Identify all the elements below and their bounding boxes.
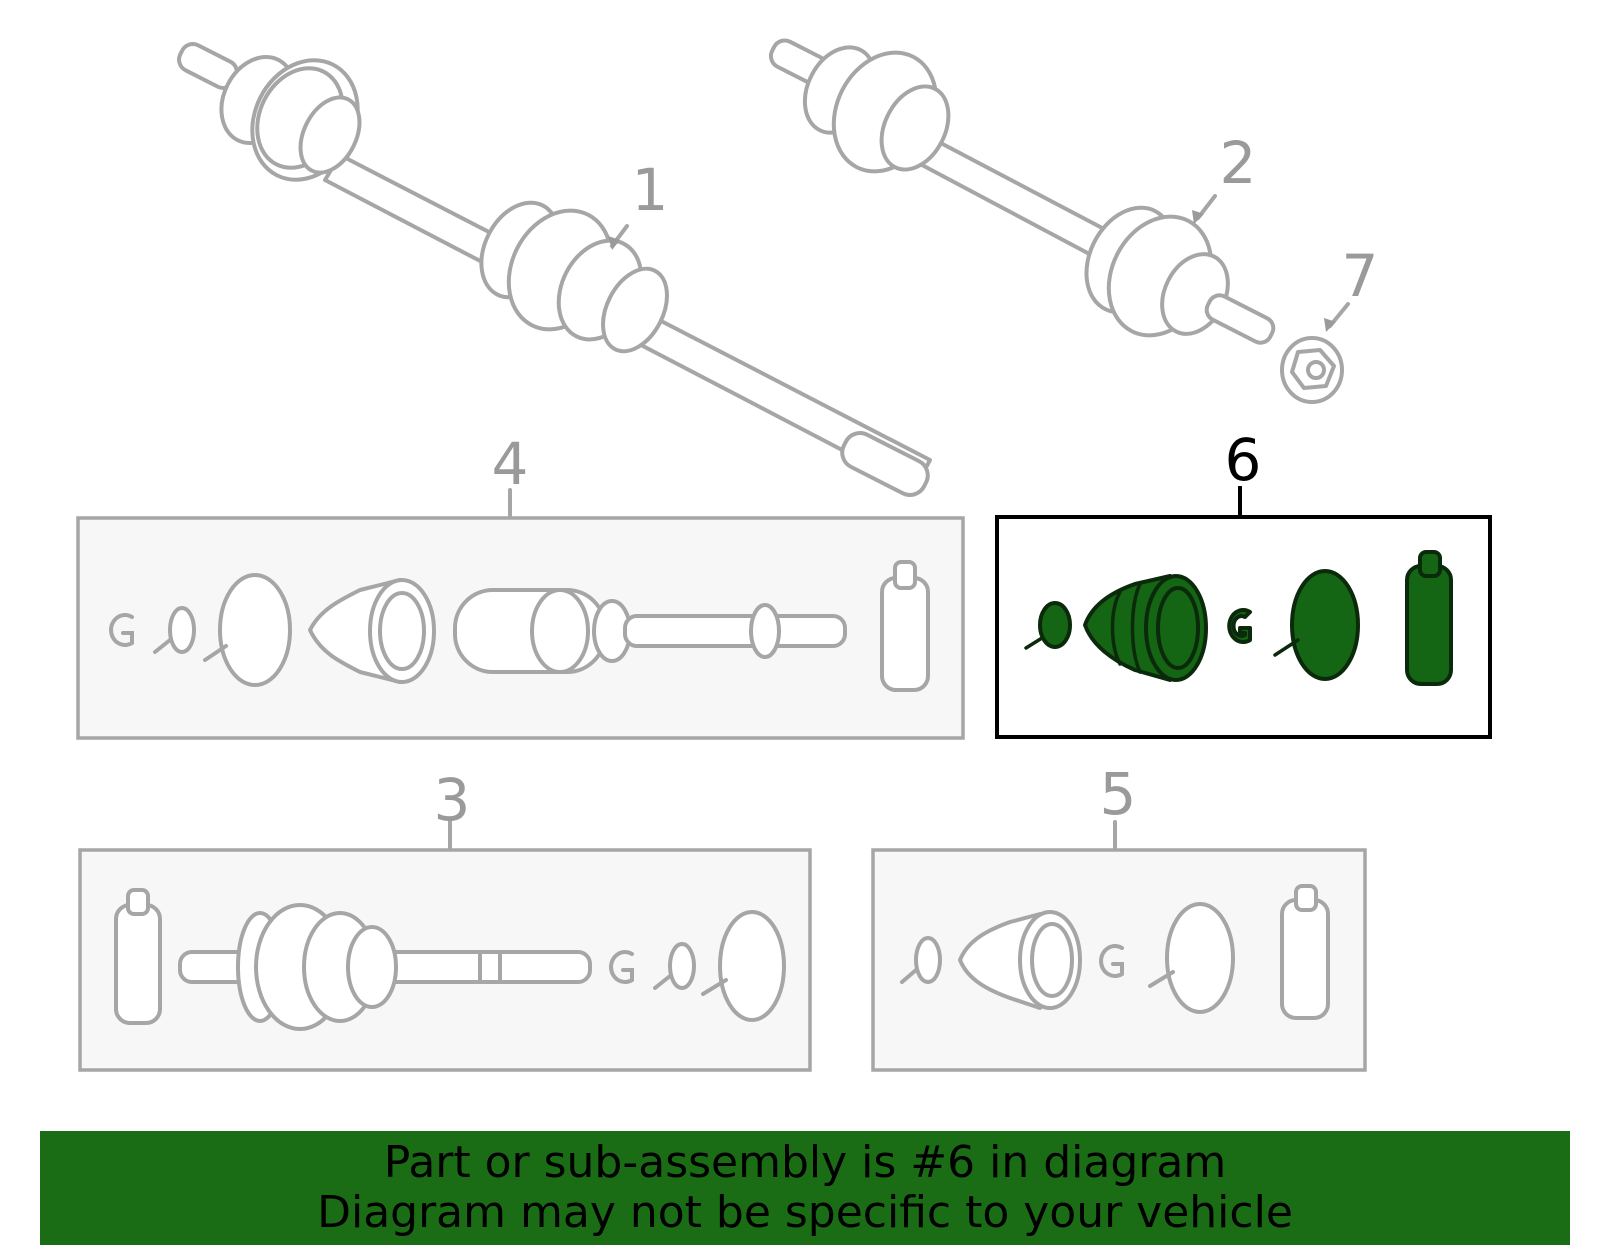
highlighted-grease-tube[interactable] [1405,564,1453,686]
highlighted-small-band[interactable] [1038,601,1072,649]
callout-6: 6 [1225,426,1262,494]
callout-7: 7 [1342,242,1379,310]
highlighted-large-band[interactable] [1290,569,1360,681]
highlighted-clamp[interactable] [1227,608,1252,644]
axle-shaft-1[interactable] [175,40,933,501]
assembly-box-4[interactable] [76,488,965,740]
assembly-box-3[interactable] [78,820,812,1072]
axle-shaft-2[interactable] [767,35,1277,353]
callout-1: 1 [632,156,669,224]
callout-3: 3 [434,766,471,834]
info-banner: Part or sub-assembly is #6 in diagram Di… [40,1131,1570,1245]
callout-2: 2 [1220,129,1257,197]
banner-line-1: Part or sub-assembly is #6 in diagram [383,1137,1227,1188]
assembly-box-5[interactable] [871,820,1367,1072]
callout-5: 5 [1100,760,1137,828]
banner-line-2: Diagram may not be specific to your vehi… [317,1187,1293,1238]
hub-nut-7[interactable] [1280,302,1350,404]
callout-4: 4 [492,430,529,498]
assembly-box-6-highlighted[interactable] [995,486,1492,739]
